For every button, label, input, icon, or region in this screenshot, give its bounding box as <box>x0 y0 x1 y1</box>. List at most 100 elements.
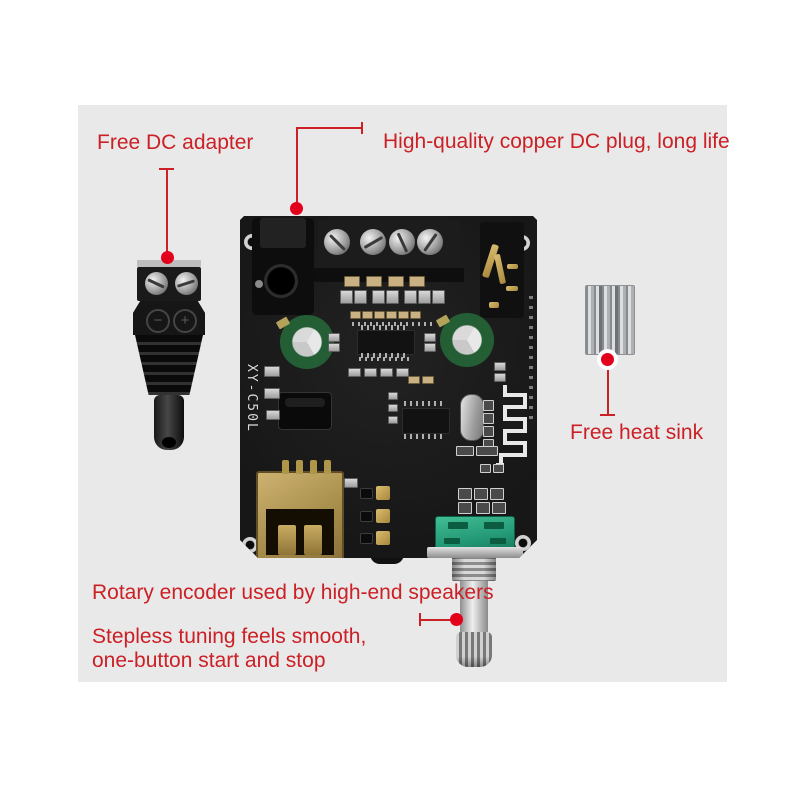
smd-component <box>328 333 340 342</box>
smd-component <box>328 343 340 352</box>
ic-pin-row <box>404 401 446 406</box>
smd-component <box>388 392 398 400</box>
pointer-hline-dc-plug <box>296 127 362 129</box>
smd-component <box>396 368 409 377</box>
gold-pad <box>376 486 390 500</box>
ic-pin-row <box>361 353 409 358</box>
smd-component <box>422 376 434 384</box>
smd-component <box>458 502 472 514</box>
board-model-silkscreen: XY-C50L <box>244 364 259 433</box>
screw-slot <box>177 279 196 289</box>
adapter-body: − + <box>133 301 205 335</box>
adapter-barrel-plug <box>154 395 184 450</box>
smd-component <box>409 276 425 287</box>
smd-component <box>366 276 382 287</box>
smd-component <box>348 368 361 377</box>
encoder-slot <box>444 538 460 544</box>
screw-slot <box>363 236 383 249</box>
smd-component <box>380 368 393 377</box>
screw-slot <box>329 234 346 251</box>
smd-component <box>388 416 398 424</box>
adapter-plug-tip <box>162 437 176 448</box>
jack-pin <box>506 286 518 291</box>
pointer-dot-dc-adapter <box>161 251 174 264</box>
antenna-pad <box>483 400 494 411</box>
pointer-cap-heat-sink <box>600 414 615 416</box>
label-encoder-line1: Rotary encoder used by high-end speakers <box>92 581 494 604</box>
usb-contact-tab <box>278 525 296 555</box>
pointer-dot-heat-sink <box>601 353 614 366</box>
smd-component <box>350 311 361 319</box>
encoder-mounting-flange <box>427 547 523 558</box>
dc-jack-top <box>260 218 306 248</box>
pointer-vline-dc-plug <box>296 127 298 205</box>
dc-jack-opening <box>264 264 298 298</box>
smd-component <box>424 333 436 342</box>
power-inductor <box>278 392 332 430</box>
encoder-knurled-tip <box>456 632 492 667</box>
smd-component <box>404 290 417 304</box>
usb-pin <box>310 460 317 474</box>
bluetooth-antenna-trace <box>494 383 534 471</box>
amplifier-board-photo: XY-C50L <box>240 216 537 558</box>
smd-component <box>388 276 404 287</box>
smd-component <box>424 343 436 352</box>
gold-pad <box>376 509 390 523</box>
jack-pin <box>507 264 518 269</box>
aux-audio-jack <box>480 222 524 318</box>
smd-component <box>264 366 280 377</box>
encoder-shaft-rod <box>460 581 488 634</box>
label-encoder-line2: Stepless tuning feels smooth, <box>92 625 367 648</box>
terminal-screw <box>324 229 350 255</box>
encoder-slot <box>448 522 468 529</box>
dc-adapter-plug-photo: − + <box>133 260 205 450</box>
usb-pin <box>282 460 289 474</box>
pointer-line-heat-sink <box>607 369 609 415</box>
label-encoder-line3: one-button start and stop <box>92 649 326 672</box>
smd-component <box>398 311 409 319</box>
smd-component <box>388 404 398 412</box>
usb-pin <box>324 460 331 474</box>
smd-component <box>418 290 431 304</box>
ic-pin-row <box>404 434 446 439</box>
screw-slot <box>423 233 437 252</box>
smd-component <box>340 290 353 304</box>
smd-component <box>458 488 472 500</box>
pointer-line-encoder <box>421 619 452 621</box>
smd-component <box>410 311 421 319</box>
pointer-cap-dc-plug <box>361 122 363 134</box>
smd-component <box>490 488 504 500</box>
silkscreen-label-box <box>476 446 498 456</box>
screw-slot <box>396 232 408 252</box>
adapter-screw <box>175 272 198 295</box>
smd-component <box>492 502 506 514</box>
pointer-dot-dc-plug <box>290 202 303 215</box>
gold-pad <box>376 531 390 545</box>
smd-component <box>474 488 488 500</box>
terminal-screw <box>360 229 386 255</box>
usb-opening <box>266 509 334 555</box>
heat-sink-photo <box>585 285 635 355</box>
speaker-terminal-block <box>318 220 460 268</box>
antenna-pad <box>483 413 494 424</box>
rotary-encoder-body <box>435 516 515 550</box>
crystal-oscillator <box>460 394 484 441</box>
usb-pin <box>296 460 303 474</box>
usb-contact-tab <box>304 525 322 555</box>
silkscreen-label-box <box>456 446 474 456</box>
smd-component <box>386 290 399 304</box>
smd-component <box>374 311 385 319</box>
amplifier-ic-chip <box>357 330 415 355</box>
smd-component <box>360 488 373 499</box>
adapter-strain-relief <box>135 335 203 395</box>
adapter-minus-mark: − <box>146 309 170 333</box>
pointer-dot-encoder <box>450 613 463 626</box>
smd-component <box>494 373 506 382</box>
adapter-plus-mark: + <box>173 309 197 333</box>
jack-pad <box>489 302 499 308</box>
smd-component <box>364 368 377 377</box>
heatsink-groove <box>615 286 618 354</box>
label-free-dc-adapter: Free DC adapter <box>97 131 254 154</box>
encoder-slot <box>490 538 506 544</box>
